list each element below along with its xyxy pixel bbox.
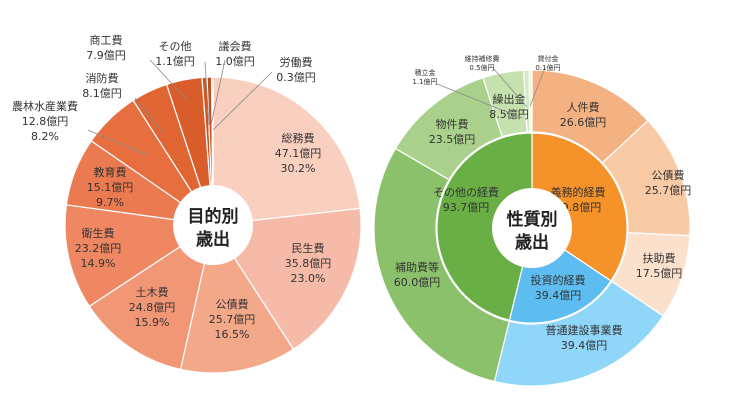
slice-value-label: 25.7億円 xyxy=(645,184,692,197)
slice-name-label: 民生費 xyxy=(292,241,325,255)
purpose-label-0: 総務費 47.1億円 30.2% xyxy=(275,131,322,175)
purpose-label-4: 衛生費 23.2億円 14.9% xyxy=(75,226,122,270)
slice-name-label: その他の経費 xyxy=(433,185,499,199)
chart-title-line1: 性質別 xyxy=(507,209,558,230)
chart-title-line2: 歳出 xyxy=(196,229,230,250)
slice-value-label: 35.8億円 xyxy=(285,257,332,270)
slice-name-label: その他 xyxy=(159,40,192,53)
slice-value-label: 1.1億円 xyxy=(412,77,437,86)
slice-value-label: 7.9億円 xyxy=(86,49,126,62)
slice-value-label: 39.4億円 xyxy=(561,339,608,352)
slice-value-label: 23.5億円 xyxy=(429,133,476,146)
chart-title-line2: 歳出 xyxy=(515,232,549,253)
slice-value-label: 0.3億円 xyxy=(276,71,316,84)
slice-value-label: 12.8億円 xyxy=(22,115,69,128)
slice-name-label: 公債費 xyxy=(652,168,685,182)
slice-name-label: 投資的経費 xyxy=(531,273,586,287)
slice-name-label: 総務費 xyxy=(282,131,315,145)
slice-name-label: 維持補修費 xyxy=(465,54,500,63)
slice-value-label: 26.6億円 xyxy=(560,116,607,129)
slice-percent-label: 30.2% xyxy=(281,162,316,175)
slice-value-label: 17.5億円 xyxy=(636,267,683,280)
slice-name-label: 物件費 xyxy=(436,117,469,131)
slice-value-label: 24.8億円 xyxy=(129,301,176,314)
slice-percent-label: 14.9% xyxy=(81,257,116,270)
purpose-label-3: 土木費 24.8億円 15.9% xyxy=(129,285,176,329)
slice-name-label: 積立金 xyxy=(415,68,436,77)
slice-value-label: 39.4億円 xyxy=(535,289,582,302)
nature-expenditure-donut: 義務的経費69.8億円投資的経費39.4億円その他の経費93.7億円人件費26.… xyxy=(374,54,691,386)
slice-value-label: 8.5億円 xyxy=(489,108,529,121)
slice-name-label: 貸付金 xyxy=(538,54,559,63)
slice-value-label: 0.5億円 xyxy=(469,63,494,72)
slice-name-label: 補助費等 xyxy=(395,260,439,274)
slice-value-label: 1.1億円 xyxy=(155,55,195,68)
slice-value-label: 47.1億円 xyxy=(275,147,322,160)
slice-name-label: 商工費 xyxy=(90,33,123,47)
slice-value-label: 1.0億円 xyxy=(215,55,255,68)
slice-percent-label: 23.0% xyxy=(291,272,326,285)
purpose-expenditure-donut: 総務費 47.1億円 30.2% 民生費 35.8億円 23.0% 公債費 25.7億円 16.… xyxy=(12,33,361,373)
purpose-label-1: 民生費 35.8億円 23.0% xyxy=(285,241,332,285)
slice-name-label: 普通建設事業費 xyxy=(546,323,623,337)
slice-name-label: 人件費 xyxy=(567,100,600,114)
slice-name-label: 議会費 xyxy=(219,39,252,53)
slice-value-label: 8.1億円 xyxy=(82,87,122,100)
slice-value-label: 23.2億円 xyxy=(75,242,122,255)
slice-name-label: 義務的経費 xyxy=(551,185,606,199)
slice-name-label: 公債費 xyxy=(216,297,249,311)
chart-title-line1: 目的別 xyxy=(188,206,239,227)
slice-name-label: 土木費 xyxy=(136,285,169,299)
slice-name-label: 労働費 xyxy=(280,55,313,69)
slice-percent-label: 8.2% xyxy=(31,130,59,143)
slice-value-label: 0.1億円 xyxy=(535,63,560,72)
slice-value-label: 25.7億円 xyxy=(209,313,256,326)
slice-name-label: 農林水産業費 xyxy=(12,99,78,113)
slice-percent-label: 9.7% xyxy=(96,196,124,209)
purpose-label-2: 公債費 25.7億円 16.5% xyxy=(209,297,256,341)
slice-value-label: 15.1億円 xyxy=(87,181,134,194)
slice-value-label: 60.0億円 xyxy=(394,276,441,289)
slice-name-label: 教育費 xyxy=(94,165,127,179)
slice-percent-label: 16.5% xyxy=(215,328,250,341)
slice-value-label: 93.7億円 xyxy=(443,201,490,214)
slice-name-label: 扶助費 xyxy=(643,251,676,265)
slice-name-label: 衛生費 xyxy=(82,226,115,240)
slice-name-label: 消防費 xyxy=(86,71,119,85)
slice-percent-label: 15.9% xyxy=(135,316,170,329)
